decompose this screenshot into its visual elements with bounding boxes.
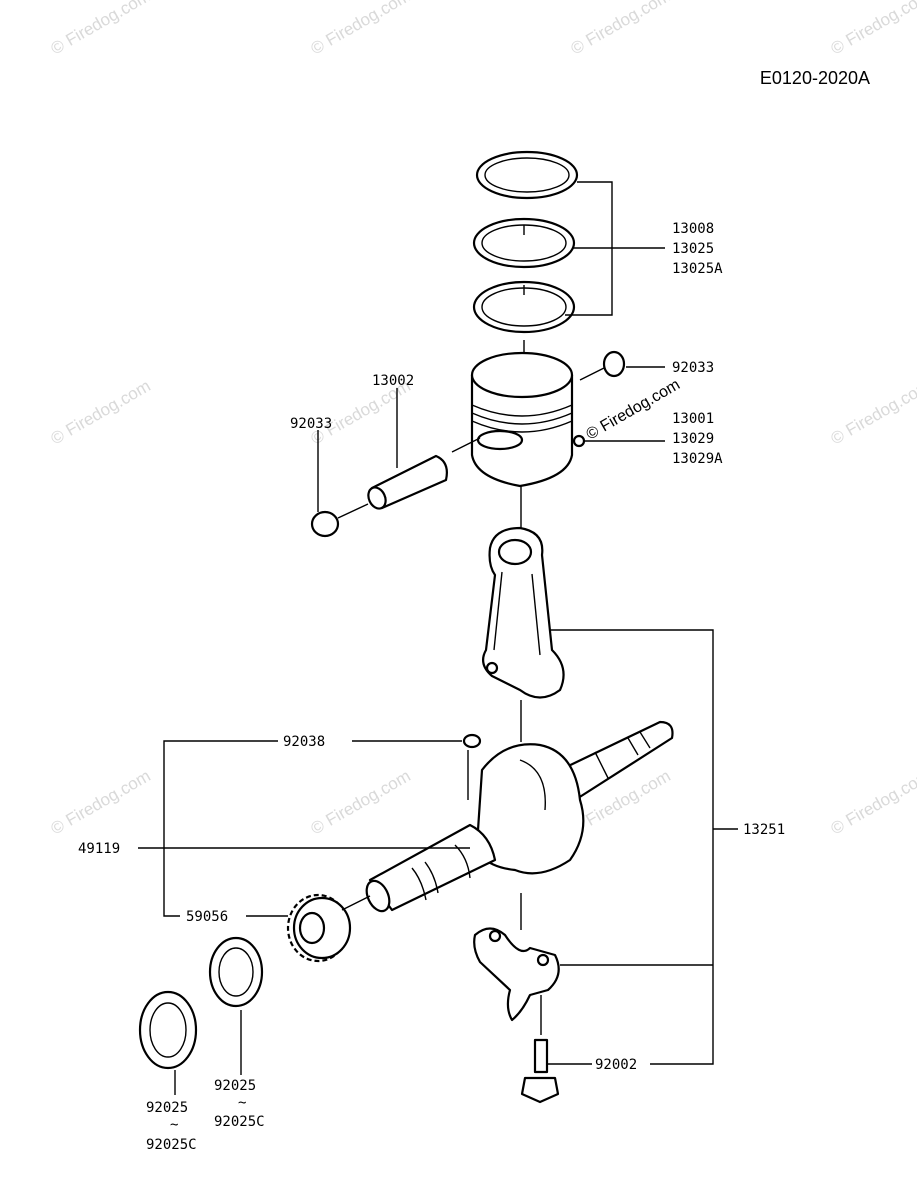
watermark: © Firedog.com [828, 0, 917, 58]
woodruff-key [462, 733, 482, 749]
piston [470, 351, 586, 488]
watermark: © Firedog.com [48, 376, 154, 448]
washer-outer-part-number: 92025C [146, 1137, 197, 1153]
thrust-washer-outer [138, 990, 198, 1070]
watermark: © Firedog.com [568, 0, 674, 58]
piston-part-number: 13029 [672, 431, 714, 447]
washer-outer-part-number: 92025 [146, 1100, 188, 1116]
ring-part-number: 13008 [672, 221, 714, 237]
watermark: © Firedog.com [584, 376, 684, 443]
thrust-washer-inner [208, 936, 264, 1008]
crankshaft-part-number: 49119 [78, 841, 120, 857]
circlip-right-part-number: 92033 [672, 360, 714, 376]
conrod-bolt [520, 995, 560, 1104]
crankshaft [365, 720, 674, 913]
connecting-rod [481, 526, 565, 699]
piston-part-number: 13029A [672, 451, 723, 467]
bolt-part-number: 92002 [595, 1057, 637, 1073]
diagram-code: E0120-2020A [760, 68, 870, 88]
watermark: © Firedog.com [48, 766, 154, 838]
watermark: © Firedog.com [48, 0, 154, 58]
watermark: © Firedog.com [308, 766, 414, 838]
timing-gear [286, 893, 352, 963]
ring-part-number: 13025 [672, 241, 714, 257]
washer-outer-range: ~ [170, 1117, 178, 1133]
circlip-left-part-number: 92033 [290, 416, 332, 432]
piston-rings [472, 150, 579, 356]
bearing-cap [473, 927, 560, 1022]
ring-part-number: 13025A [672, 261, 723, 277]
circlip-right [602, 350, 626, 378]
gear-part-number: 59056 [186, 909, 228, 925]
watermark: © Firedog.com [828, 376, 917, 448]
watermark: © Firedog.com [828, 766, 917, 838]
circlip-left [310, 510, 340, 538]
washer-inner-range: ~ [238, 1095, 246, 1111]
piston-part-number: 13001 [672, 411, 714, 427]
pin-part-number: 13002 [372, 373, 414, 389]
piston-pin [367, 454, 448, 510]
conrod-assy-part-number: 13251 [743, 822, 785, 838]
key-part-number: 92038 [283, 734, 325, 750]
watermark: © Firedog.com [308, 0, 414, 58]
conrod-assy-leader [550, 629, 714, 1065]
washer-inner-part-number: 92025C [214, 1114, 265, 1130]
washer-inner-part-number: 92025 [214, 1078, 256, 1094]
